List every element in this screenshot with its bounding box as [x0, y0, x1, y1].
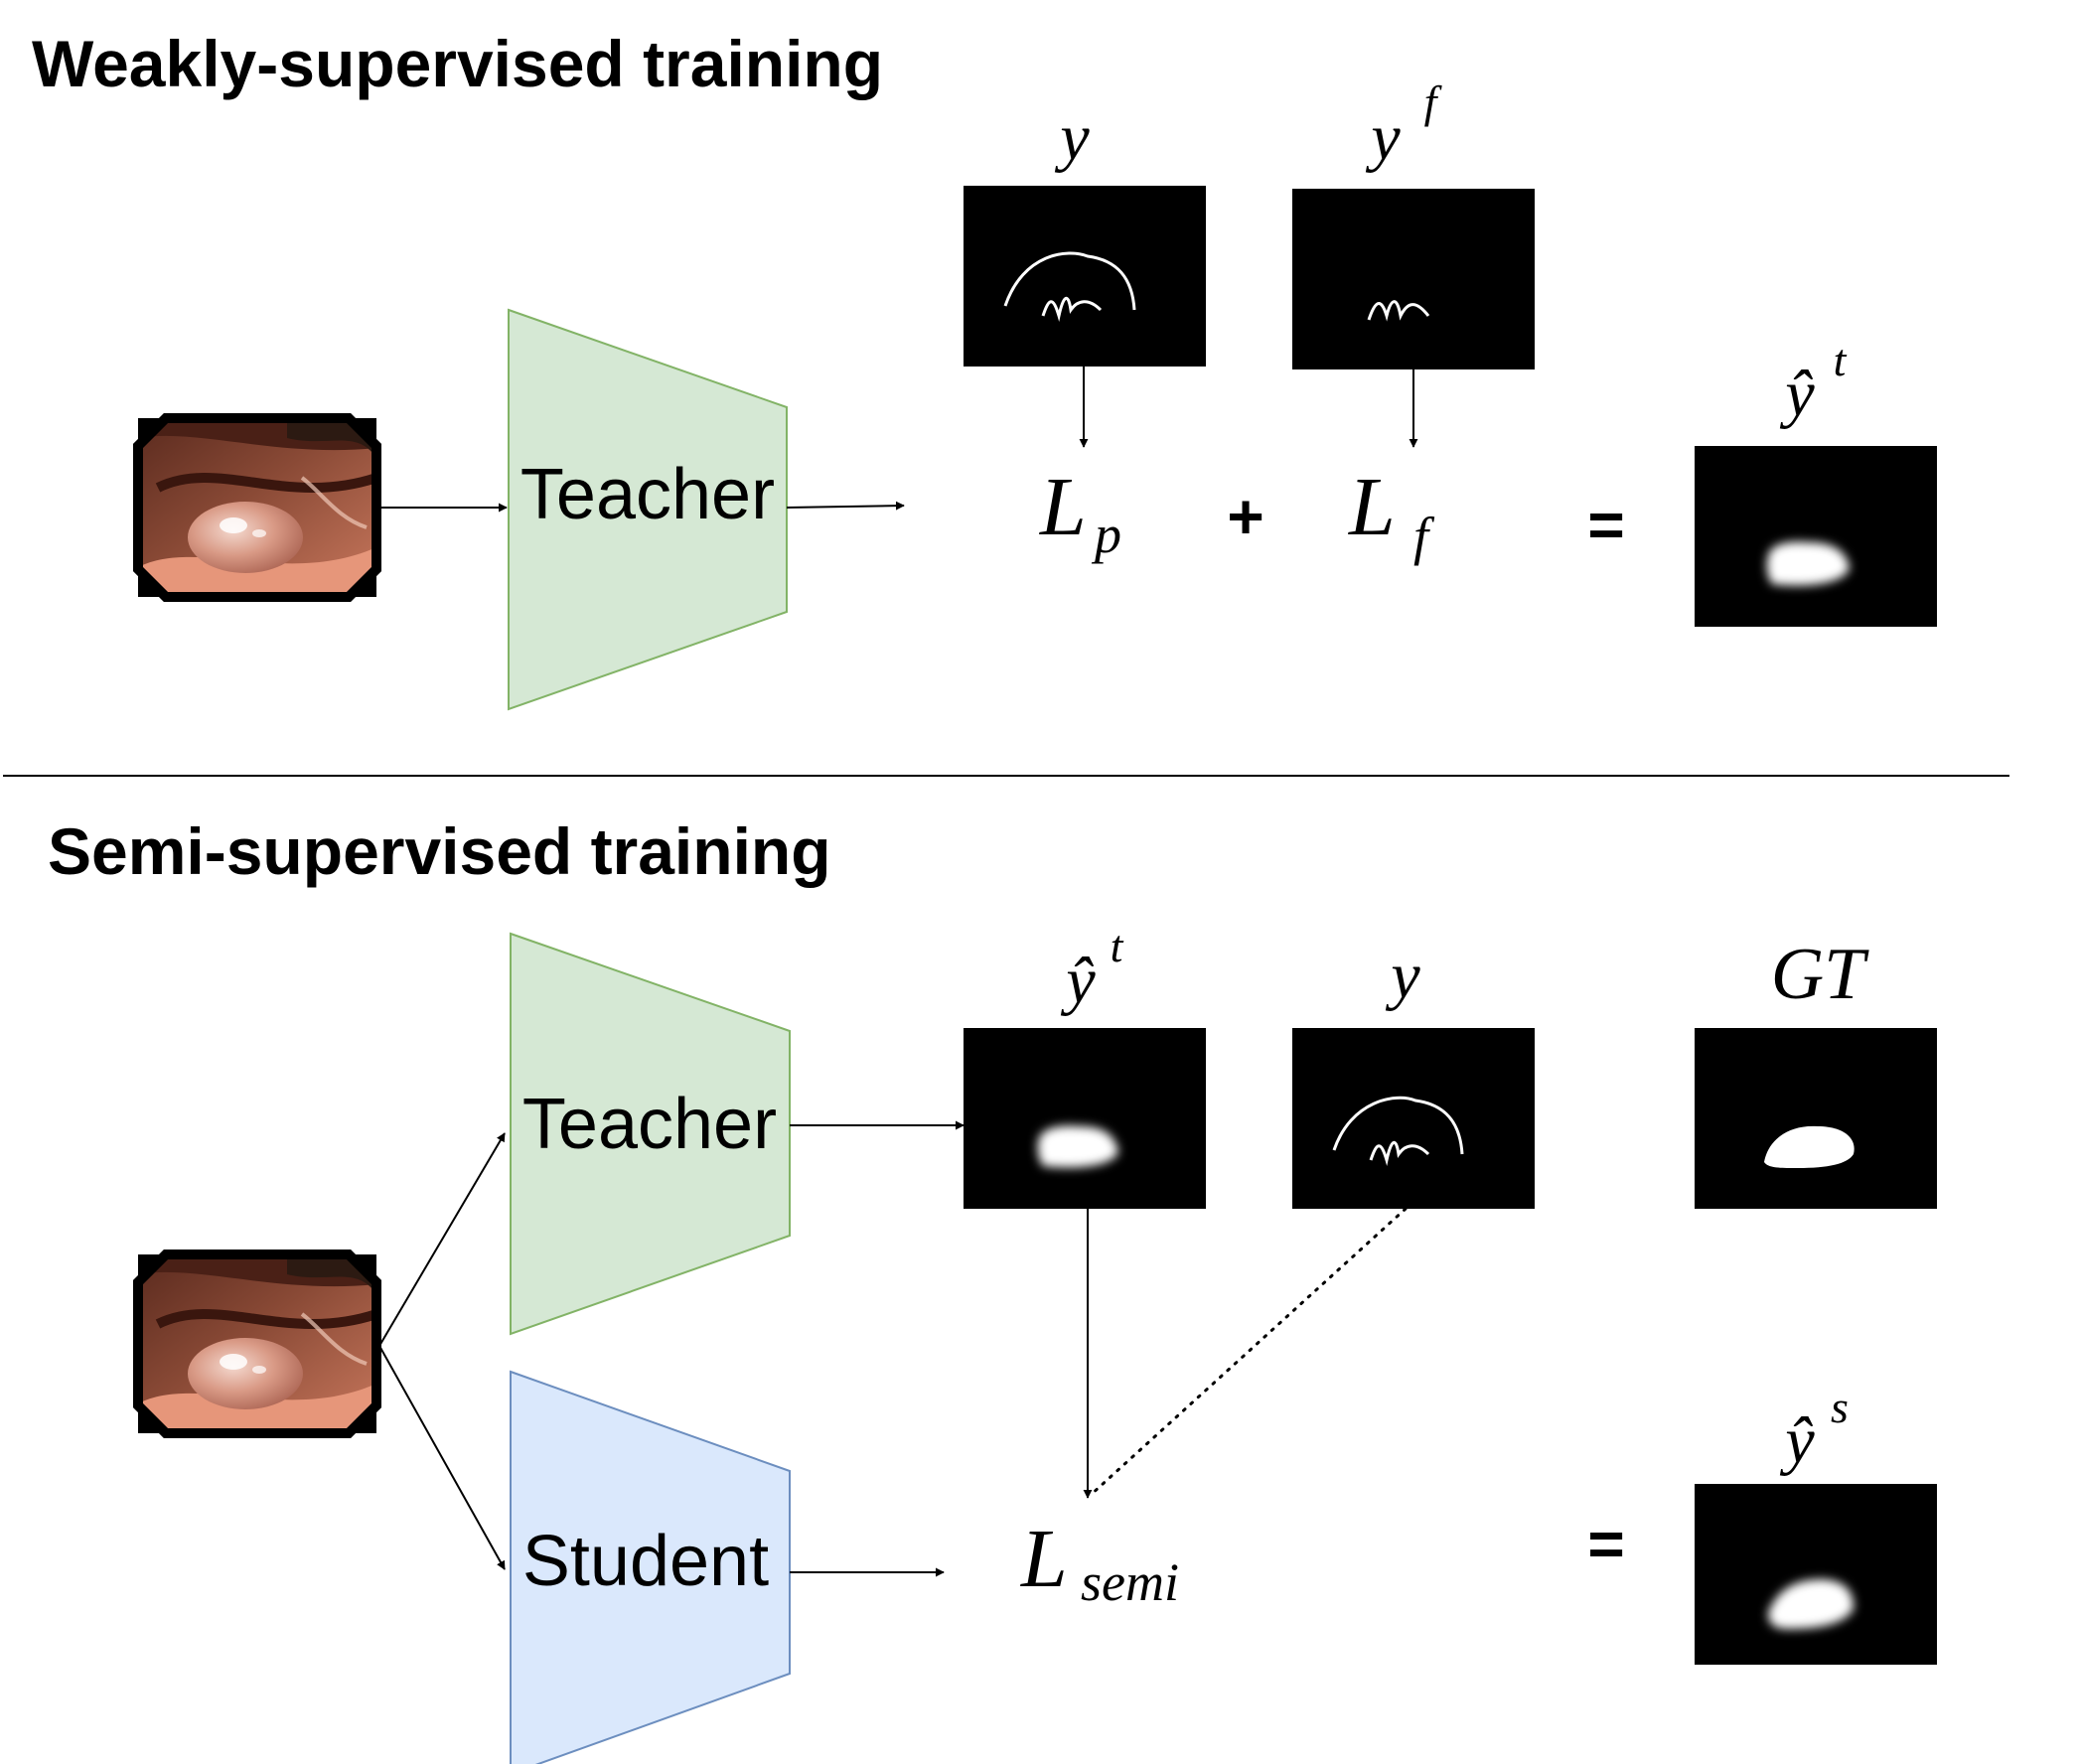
semi-pseudo-label-image [964, 1028, 1206, 1209]
semi-student-label: Student [522, 1522, 769, 1601]
weakly-label-yf: y f [1365, 76, 1442, 174]
semi-label-y: y [1385, 940, 1420, 1012]
weakly-equals-sign: = [1587, 489, 1624, 560]
svg-text:f: f [1424, 76, 1443, 127]
weakly-loss-lf: L f [1348, 461, 1435, 566]
weakly-y-image [964, 186, 1206, 367]
semi-input-image [138, 1254, 376, 1433]
weakly-input-image [138, 418, 376, 597]
svg-text:p: p [1091, 505, 1121, 564]
semi-section-title: Semi-supervised training [48, 814, 831, 888]
semi-input-to-teacher-arrow [378, 1132, 506, 1347]
semi-y-to-loss-dotted [1088, 1207, 1408, 1498]
semi-label-pred-s: ŷ s [1779, 1382, 1849, 1477]
weakly-yf-image [1292, 189, 1535, 369]
svg-text:L: L [1020, 1513, 1068, 1605]
svg-text:ŷ: ŷ [1779, 1404, 1815, 1477]
semi-student-shape [510, 1370, 791, 1764]
semi-equals-sign: = [1587, 1508, 1624, 1579]
semi-teacher-shape [510, 932, 791, 1336]
weakly-label-y: y [1054, 101, 1090, 174]
weakly-teacher-shape [508, 308, 788, 711]
semi-label-gt: GT [1771, 934, 1869, 1015]
svg-text:L: L [1039, 461, 1087, 553]
semi-y-image [1292, 1028, 1535, 1209]
svg-text:L: L [1348, 461, 1396, 553]
svg-text:t: t [1834, 335, 1848, 385]
svg-text:f: f [1413, 507, 1435, 566]
weakly-teacher-output-arrow [786, 501, 905, 511]
weakly-pred-image [1695, 446, 1937, 627]
weakly-teacher-label: Teacher [520, 455, 775, 534]
semi-teacher-label: Teacher [522, 1085, 777, 1164]
semi-student-pred-image [1695, 1484, 1937, 1665]
semi-student-network: Student [510, 1370, 791, 1764]
weakly-teacher-network: Teacher [508, 308, 788, 711]
weakly-label-pred-t: ŷ t [1779, 335, 1847, 430]
semi-input-to-student-arrow [378, 1345, 506, 1570]
svg-text:s: s [1831, 1382, 1849, 1432]
semi-gt-image [1695, 1028, 1937, 1209]
weakly-plus-sign: + [1227, 481, 1263, 552]
weakly-section-title: Weakly-supervised training [32, 27, 883, 100]
svg-text:y: y [1365, 101, 1401, 174]
semi-teacher-network: Teacher [510, 932, 791, 1336]
semi-loss-lsemi: L semi [1020, 1513, 1179, 1612]
svg-text:ŷ: ŷ [1779, 358, 1815, 430]
svg-text:ŷ: ŷ [1060, 945, 1096, 1017]
svg-text:semi: semi [1081, 1552, 1179, 1612]
svg-text:t: t [1111, 921, 1124, 971]
weakly-loss-lp: L p [1039, 461, 1121, 564]
semi-label-pseudo-t: ŷ t [1060, 921, 1123, 1017]
